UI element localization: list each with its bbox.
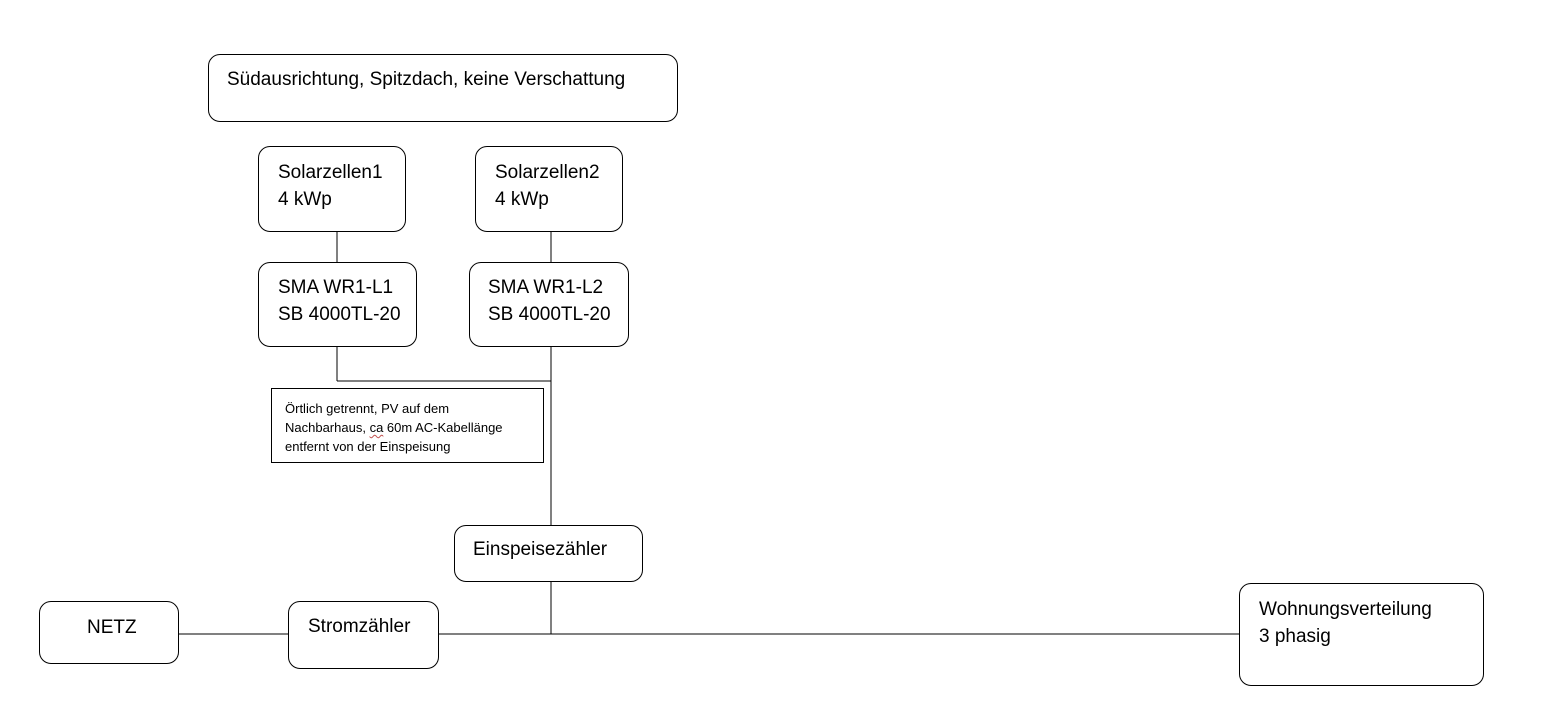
location-note-line-2-start: Nachbarhaus, — [285, 420, 370, 435]
inverter-1-box: SMA WR1-L1 SB 4000TL-20 — [258, 262, 417, 347]
location-note-line-1: Örtlich getrennt, PV auf dem — [285, 401, 450, 416]
inverter-2-box: SMA WR1-L2 SB 4000TL-20 — [469, 262, 629, 347]
solar-array-1-name: Solarzellen1 — [278, 162, 383, 183]
inverter-2-name: SMA WR1-L2 — [488, 277, 604, 298]
feed-in-meter-box: Einspeisezähler — [454, 525, 643, 582]
solar-array-2-power: 4 kWp — [495, 189, 549, 210]
location-note-ca: ca — [369, 420, 384, 435]
inverter-2-model: SB 4000TL-20 — [488, 304, 611, 325]
location-note-line-2-end: 60m AC-Kabellänge — [383, 420, 503, 435]
solar-array-1-box: Solarzellen1 4 kWp — [258, 146, 406, 232]
power-meter-box: Stromzähler — [288, 601, 439, 669]
location-note-line-2: Nachbarhaus, ca 60m AC-Kabellänge — [285, 418, 543, 437]
power-meter-label: Stromzähler — [308, 616, 411, 637]
solar-array-1-power: 4 kWp — [278, 189, 332, 210]
solar-array-2-box: Solarzellen2 4 kWp — [475, 146, 623, 232]
grid-box: NETZ — [39, 601, 179, 664]
inverter-1-name: SMA WR1-L1 — [278, 277, 394, 298]
orientation-label: Südausrichtung, Spitzdach, keine Verscha… — [227, 69, 626, 90]
distribution-name: Wohnungsverteilung — [1259, 599, 1432, 620]
distribution-box: Wohnungsverteilung 3 phasig — [1239, 583, 1484, 686]
location-note: Örtlich getrennt, PV auf dem Nachbarhaus… — [271, 388, 544, 463]
solar-array-2-name: Solarzellen2 — [495, 162, 600, 183]
distribution-phases: 3 phasig — [1259, 626, 1331, 647]
orientation-box: Südausrichtung, Spitzdach, keine Verscha… — [208, 54, 678, 122]
grid-label: NETZ — [87, 617, 137, 638]
location-note-line-3: entfernt von der Einspeisung — [285, 439, 451, 454]
feed-in-meter-label: Einspeisezähler — [473, 539, 608, 560]
inverter-1-model: SB 4000TL-20 — [278, 304, 401, 325]
